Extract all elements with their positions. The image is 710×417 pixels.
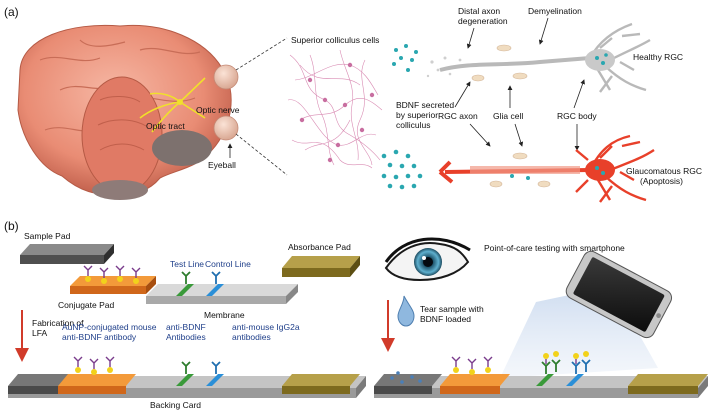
label-distal-1: Distal axon: [458, 6, 500, 16]
zoom-line-bottom: [235, 133, 288, 176]
label-aunp-2: anti-BDNF antibody: [62, 332, 137, 342]
arrow-demyelination: [538, 17, 549, 45]
label-healthy-rgc: Healthy RGC: [633, 52, 683, 62]
zoom-line-top: [235, 37, 288, 71]
bdnf-dots-bottom: [381, 149, 423, 190]
eyeball-upper: [213, 64, 239, 90]
panel-b-label: (b): [4, 219, 19, 233]
label-absorbance-pad: Absorbance Pad: [288, 242, 351, 252]
panel-a-label: (a): [4, 5, 19, 19]
label-glaucomatous-1: Glaucomatous RGC: [626, 166, 702, 176]
glaucomatous-rgc: [438, 134, 655, 203]
arrow-distal: [466, 27, 475, 49]
lfa-test-line: [176, 271, 194, 296]
assembled-antibodies-right: [451, 351, 591, 375]
label-sample-pad: Sample Pad: [24, 231, 71, 241]
eyeball-lower: [213, 115, 239, 141]
label-glaucomatous-2: (Apoptosis): [640, 176, 683, 186]
label-anti-bdnf-1: anti-BDNF: [166, 322, 206, 332]
label-aunp-1: AuNP-conjugated mouse: [62, 322, 157, 332]
label-bdnf-2: by superior: [396, 110, 438, 120]
label-bdnf-1: BDNF secreted: [396, 100, 454, 110]
label-anti-mouse-1: anti-mouse IgG2a: [232, 322, 300, 332]
label-fabrication-1: Fabrication of: [32, 318, 84, 328]
label-fabrication-2: LFA: [32, 328, 47, 338]
label-bdnf-3: colliculus: [396, 120, 431, 130]
label-test-line: Test Line: [170, 259, 204, 269]
brain-illustration: [17, 24, 232, 200]
label-control-line: Control Line: [205, 259, 251, 269]
lfa-conjugate-pad: [70, 276, 156, 294]
conjugate-antibodies: [83, 265, 141, 284]
lfa-assembled-strip-right: [374, 374, 708, 398]
lfa-assembled-strip-left: [8, 374, 366, 398]
lfa-absorbance-pad: [282, 256, 360, 277]
eye-illustration: [384, 237, 471, 282]
arrow-axon-down: [469, 123, 491, 147]
label-demyelination: Demyelination: [528, 6, 582, 16]
assembled-antibodies-left: [73, 356, 221, 375]
smartphone-icon: [565, 250, 673, 339]
arrow-body-up: [573, 79, 585, 109]
label-membrane: Membrane: [204, 310, 245, 320]
label-backing-card: Backing Card: [150, 400, 201, 410]
label-tear-2: BDNF loaded: [420, 314, 471, 324]
arrow-axon-up: [454, 81, 471, 108]
label-optic-tract: Optic tract: [146, 121, 185, 131]
arrow-glia-down: [514, 123, 524, 147]
label-anti-mouse-2: antibodies: [232, 332, 271, 342]
lfa-membrane: [146, 284, 298, 304]
label-rgc-axon: RGC axon: [438, 111, 478, 121]
superior-colliculus-network: [287, 49, 383, 169]
label-rgc-body: RGC body: [557, 111, 597, 121]
healthy-rgc: [426, 22, 651, 93]
bdnf-dots-top: [392, 44, 418, 72]
tear-drop-icon: [397, 295, 415, 327]
label-poc-title: Point-of-care testing with smartphone: [484, 243, 625, 253]
label-tear-1: Tear sample with: [420, 304, 484, 314]
label-optic-nerve: Optic nerve: [196, 105, 240, 115]
label-distal-2: degeneration: [458, 16, 508, 26]
label-glia-cell: Glia cell: [493, 111, 523, 121]
label-eyeball: Eyeball: [208, 160, 236, 170]
label-anti-bdnf-2: Antibodies: [166, 332, 206, 342]
superior-colliculus-cells: [299, 62, 375, 163]
label-superior-colliculus-cells: Superior colliculus cells: [291, 35, 379, 45]
lfa-sample-pad: [20, 244, 114, 264]
sample-particles-right: [390, 371, 422, 384]
label-conjugate-pad: Conjugate Pad: [58, 300, 115, 310]
lfa-control-line: [206, 271, 224, 296]
